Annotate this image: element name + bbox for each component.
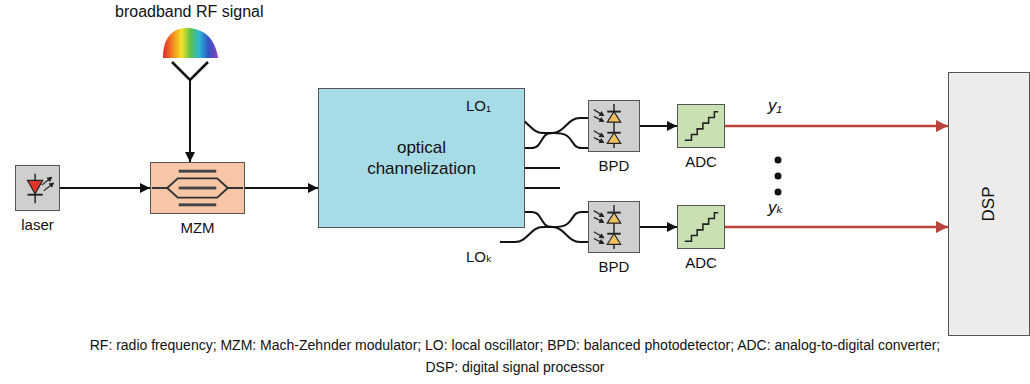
node-label: ADC — [685, 254, 717, 271]
converter-box: ADC — [677, 205, 725, 249]
icon-stroke — [607, 212, 620, 214]
icon-stroke — [594, 217, 604, 222]
icon-stroke — [607, 233, 620, 235]
bpd-icon — [589, 101, 639, 151]
ellipsis-dot — [775, 189, 782, 196]
caption: RF: radio frequency; MZM: Mach-Zehnder m… — [75, 334, 955, 378]
icon-shape — [600, 133, 604, 136]
node-title: DSP — [979, 187, 999, 222]
ellipsis-dot — [775, 157, 782, 164]
node-label: laser — [21, 216, 54, 233]
laser-box: laser — [15, 165, 60, 211]
icon-shape — [27, 180, 42, 193]
signal-name: LO₁ — [466, 97, 491, 114]
icon-shape — [607, 112, 620, 123]
icon-stroke — [27, 194, 42, 196]
bpd-icon — [589, 202, 639, 252]
icon-shape — [600, 234, 604, 237]
icon-shape — [607, 133, 620, 144]
connector — [525, 133, 588, 148]
signal-name: LOₖ — [466, 248, 492, 266]
icon-shape — [48, 177, 52, 181]
process-box: optical channelization — [318, 88, 525, 228]
mzm-icon — [151, 163, 244, 213]
node-label: MZM — [180, 219, 214, 236]
electrode — [179, 203, 217, 206]
icon-shape — [607, 234, 620, 245]
icon-stroke — [607, 111, 620, 113]
icon-stroke — [594, 138, 604, 143]
channel-output — [525, 167, 560, 169]
connector — [725, 125, 948, 128]
node-label: BPD — [599, 157, 630, 174]
icon-stroke — [44, 183, 54, 191]
icon-stroke — [594, 239, 604, 244]
detector-box: BPD — [588, 201, 640, 253]
waveguide — [152, 178, 243, 197]
signal-name: y₁ — [768, 96, 782, 116]
signal-label: broadband RF signal — [115, 3, 264, 21]
connector — [525, 212, 588, 227]
node-label: ADC — [685, 153, 717, 170]
node-title: optical channelization — [367, 137, 476, 180]
adc-icon — [678, 105, 724, 147]
connector — [725, 226, 948, 229]
channel-output — [525, 187, 560, 189]
icon-shape — [600, 139, 604, 142]
ellipsis-dot — [775, 173, 782, 180]
converter-box: ADC — [677, 104, 725, 148]
icon-stroke — [594, 116, 604, 121]
icon-stroke — [34, 195, 35, 204]
coupler-arm — [500, 227, 588, 242]
connector — [245, 187, 318, 189]
laser-icon — [16, 166, 59, 210]
icon-shape — [50, 183, 54, 187]
icon-shape — [600, 213, 604, 216]
staircase — [685, 112, 718, 141]
signal-name: yₖ — [768, 197, 784, 218]
icon-stroke — [594, 131, 604, 137]
icon-shape — [607, 213, 620, 224]
icon-stroke — [594, 110, 604, 116]
icon-shape — [600, 240, 604, 243]
electrode — [179, 170, 217, 173]
staircase — [685, 213, 718, 242]
connector — [60, 187, 150, 189]
connector — [640, 226, 677, 228]
icon-stroke — [34, 174, 35, 181]
connector — [640, 125, 677, 127]
rf-feed-line — [189, 80, 191, 162]
antenna-symbol — [172, 62, 208, 80]
node-label: BPD — [599, 258, 630, 275]
icon-shape — [600, 112, 604, 115]
modulator-box: MZM — [150, 162, 245, 214]
detector-box: BPD — [588, 100, 640, 152]
processor-box: DSP — [948, 72, 1030, 336]
icon-stroke — [594, 232, 604, 238]
adc-icon — [678, 206, 724, 248]
icon-shape — [600, 118, 604, 121]
icon-stroke — [607, 132, 620, 134]
icon-stroke — [594, 211, 604, 217]
electrode — [179, 187, 217, 190]
rf-spectrum-icon — [163, 28, 218, 58]
icon-shape — [600, 219, 604, 222]
